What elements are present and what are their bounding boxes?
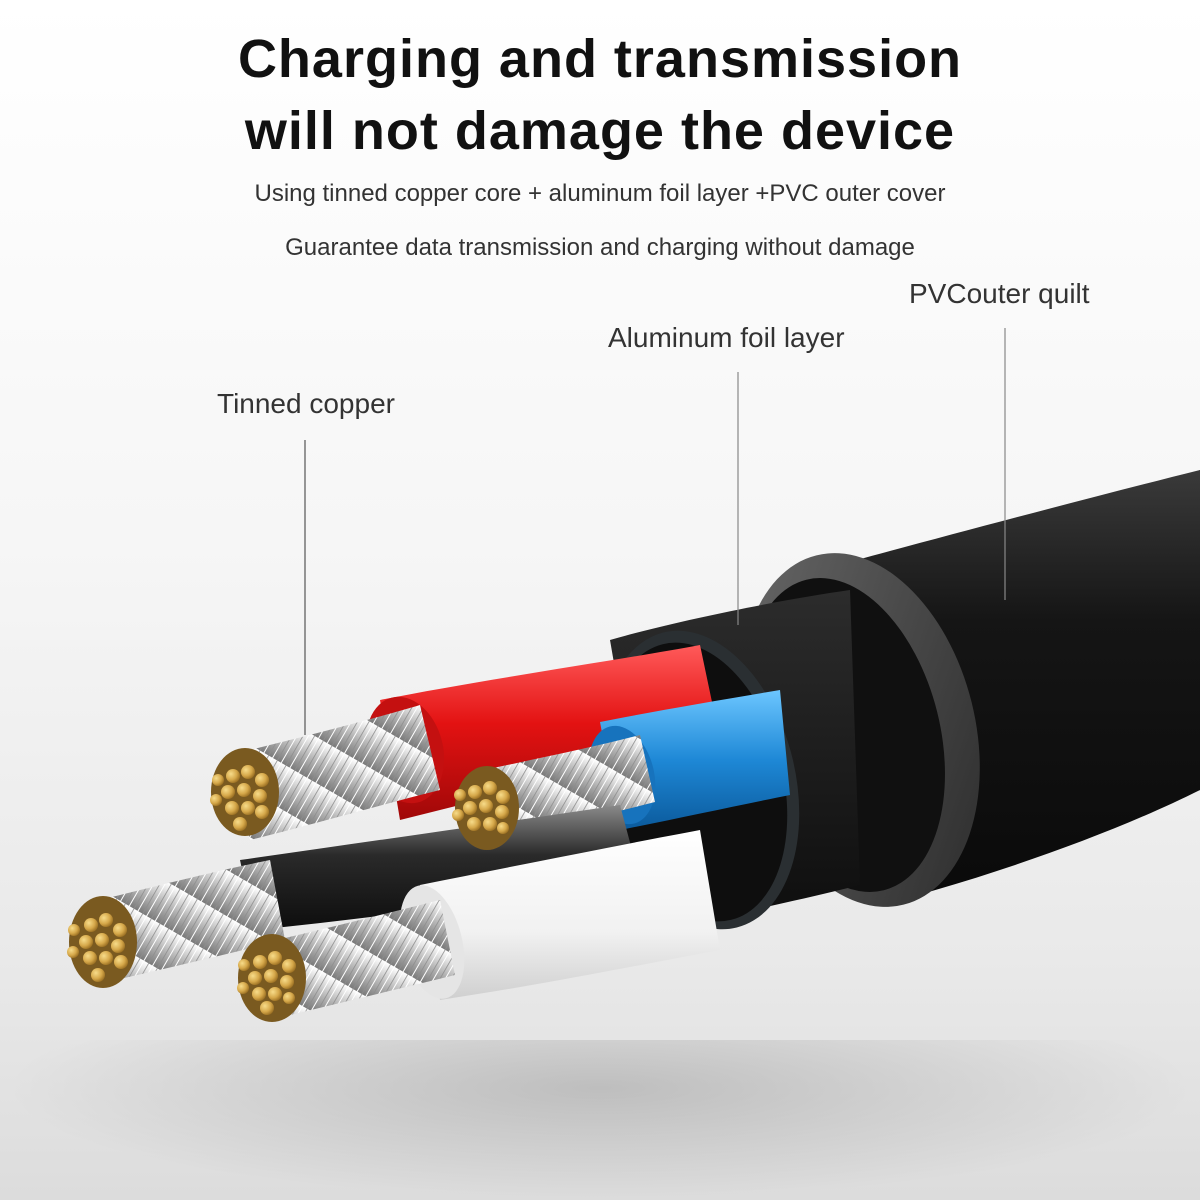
black-wire [100, 805, 640, 980]
subtitle-line-1: Using tinned copper core + aluminum foil… [254, 180, 946, 207]
label-tinned-copper: Tinned copper [217, 388, 395, 419]
copper-core-red [210, 748, 279, 836]
subtitle-line-2: Guarantee data transmission and charging… [285, 234, 915, 261]
red-wire [230, 645, 720, 840]
blue-wire [475, 690, 790, 840]
floor-shadow [0, 1040, 1200, 1200]
label-aluminum-foil-layer: Aluminum foil layer [608, 322, 845, 353]
copper-core-blue [452, 766, 519, 850]
copper-core-white [237, 934, 306, 1022]
copper-core-black [67, 896, 137, 988]
headline-line-2: will not damage the device [244, 101, 956, 161]
white-wire [255, 830, 720, 1020]
headline-line-1: Charging and transmission [237, 29, 963, 89]
label-pvc-outer-quilt: PVCouter quilt [909, 278, 1090, 309]
